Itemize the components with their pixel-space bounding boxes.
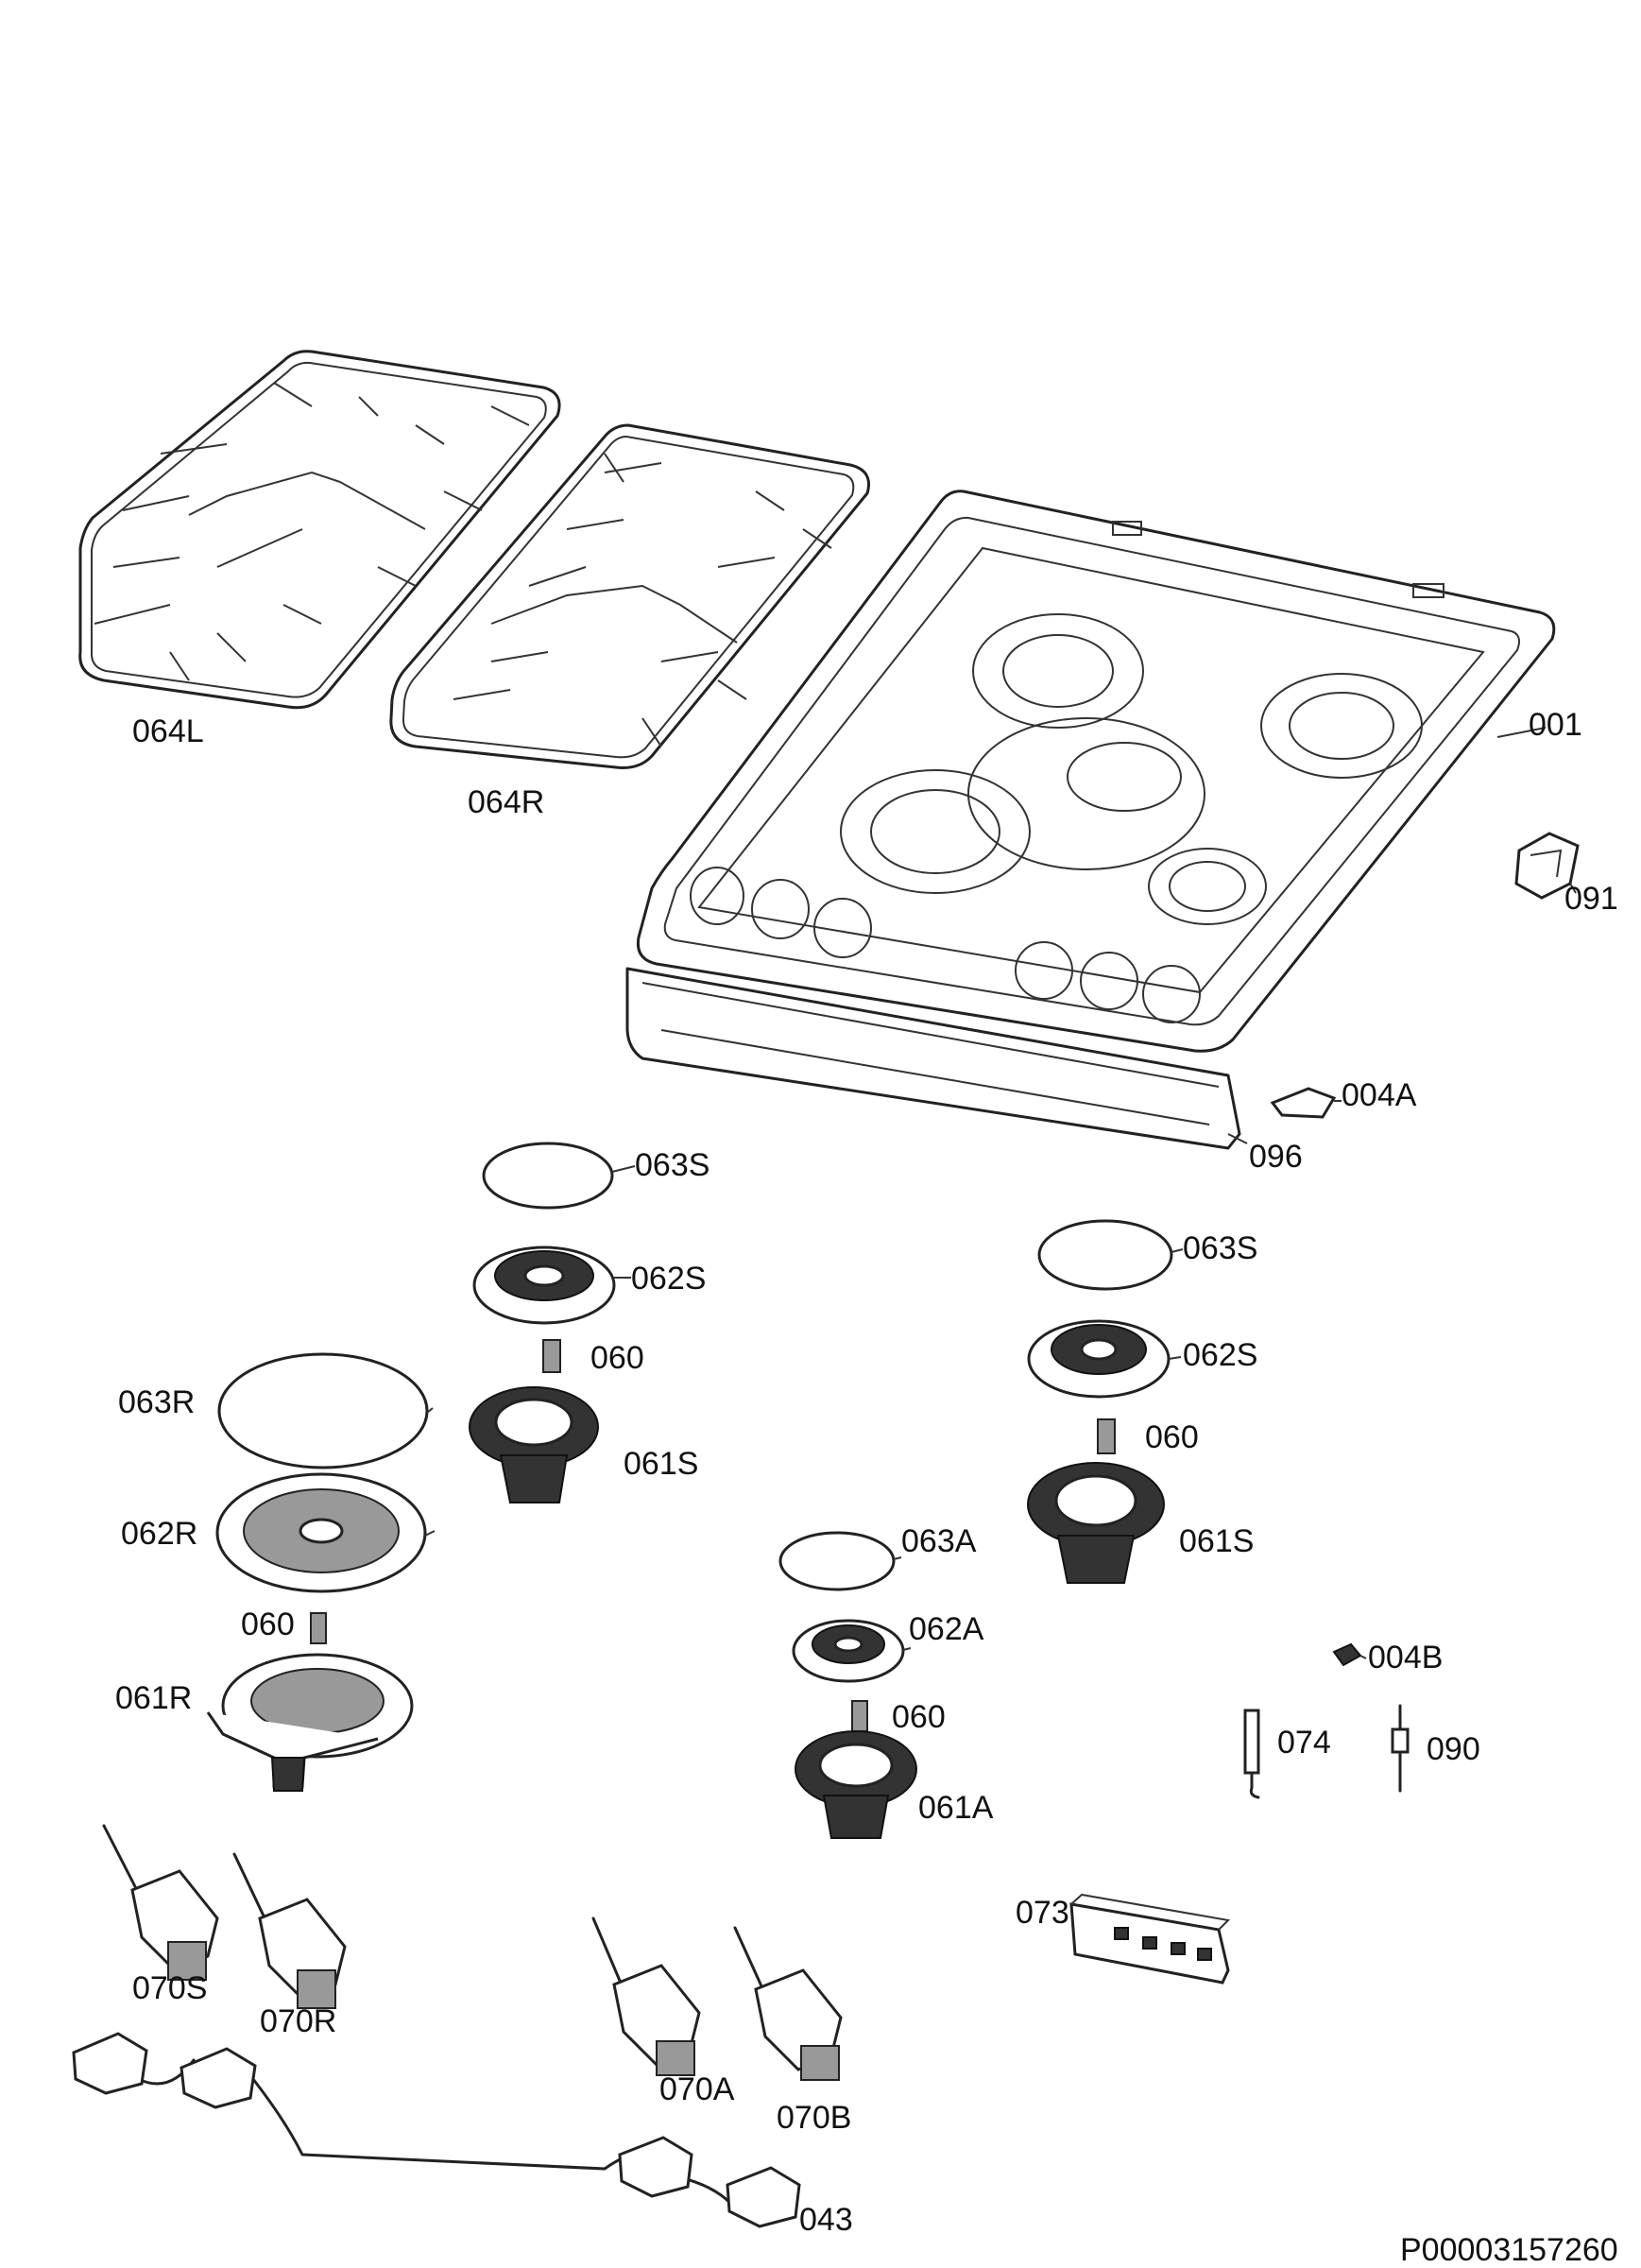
part-004B-clip — [1332, 1642, 1362, 1667]
label-063R: 063R — [118, 1384, 195, 1420]
leader-lines — [424, 727, 1577, 1659]
burner-base-061S-a — [469, 1386, 599, 1503]
label-063S-a: 063S — [635, 1147, 709, 1183]
part-091-clip — [1514, 832, 1580, 900]
label-004A: 004A — [1342, 1077, 1417, 1113]
gas-tap-070R — [232, 1852, 347, 2009]
label-060-c: 060 — [1145, 1419, 1199, 1455]
gas-tap-070A — [591, 1916, 701, 2076]
burner-crown-062A — [792, 1619, 905, 1683]
label-060-a: 060 — [590, 1340, 644, 1376]
label-061S-a: 061S — [624, 1446, 698, 1482]
burner-cap-063S-b — [1037, 1219, 1173, 1291]
burner-base-061R — [206, 1653, 414, 1792]
wiring-harness-043 — [72, 2032, 801, 2228]
label-004B: 004B — [1368, 1640, 1443, 1675]
label-073: 073 — [1016, 1895, 1069, 1931]
label-060-d: 060 — [892, 1699, 946, 1735]
label-062A: 062A — [909, 1611, 984, 1647]
part-labels: 064L 064R 001 091 004A 096 063S 062S 060… — [115, 707, 1618, 2268]
gas-tap-070S — [102, 1824, 219, 1981]
label-090: 090 — [1427, 1731, 1480, 1767]
injector-060-c — [1097, 1418, 1116, 1454]
drawing-id: P00003157260 — [1400, 2232, 1618, 2268]
label-060-b: 060 — [241, 1606, 295, 1642]
ignition-electrode-090 — [1391, 1704, 1410, 1793]
control-panel-trim — [625, 967, 1241, 1150]
burner-crown-062S-b — [1027, 1319, 1171, 1399]
label-061R: 061R — [115, 1680, 192, 1716]
label-062R: 062R — [121, 1516, 197, 1552]
label-063S-b: 063S — [1183, 1230, 1257, 1266]
part-004A-bracket — [1270, 1087, 1337, 1119]
pan-support-left — [78, 350, 561, 710]
label-063A: 063A — [901, 1523, 977, 1559]
label-074: 074 — [1277, 1725, 1331, 1761]
label-064R: 064R — [468, 784, 544, 820]
label-062S-b: 062S — [1183, 1337, 1257, 1373]
burner-cap-063R — [217, 1352, 429, 1469]
burner-base-061A — [795, 1730, 917, 1839]
burner-cap-063A — [778, 1531, 896, 1591]
label-070B: 070B — [777, 2100, 851, 2136]
label-096: 096 — [1249, 1139, 1303, 1175]
label-070A: 070A — [659, 2071, 735, 2107]
injector-060-b — [310, 1612, 327, 1644]
injector-060-a — [542, 1339, 561, 1373]
label-091: 091 — [1564, 881, 1618, 917]
label-062S-a: 062S — [631, 1261, 706, 1297]
label-043: 043 — [799, 2202, 853, 2238]
label-061A: 061A — [918, 1790, 994, 1826]
label-001: 001 — [1529, 707, 1582, 743]
hob-top-panel — [636, 490, 1556, 1053]
burner-base-061S-b — [1027, 1462, 1165, 1584]
burner-crown-062S-a — [472, 1246, 616, 1325]
label-070R: 070R — [260, 2003, 336, 2039]
pan-support-right — [389, 423, 870, 769]
ignition-unit-073 — [1069, 1893, 1231, 1984]
label-070S: 070S — [132, 1970, 207, 2006]
label-061S-b: 061S — [1179, 1523, 1254, 1559]
thermocouple-074 — [1243, 1709, 1260, 1799]
label-064L: 064L — [132, 713, 204, 749]
injector-060-d — [851, 1700, 868, 1732]
burner-cap-063S-a — [482, 1142, 614, 1210]
gas-tap-070B — [733, 1926, 843, 2081]
burner-crown-062R — [215, 1472, 427, 1593]
